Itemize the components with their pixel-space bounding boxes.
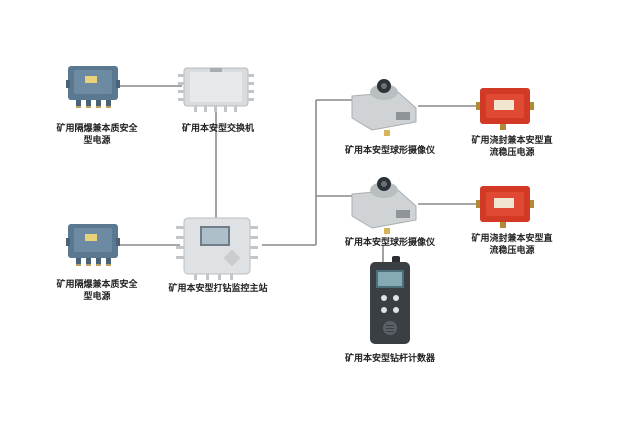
psu-bottom-label: 矿用隔爆兼本质安全 型电源 [52, 278, 142, 302]
camera-1-device [351, 79, 417, 136]
psu-top-label: 矿用隔爆兼本质安全 型电源 [52, 122, 142, 146]
dc-psu-2-device [476, 186, 534, 228]
dc-psu-1-label-line1: 矿用浇封兼本安型直 [471, 135, 553, 145]
switch-device [178, 67, 254, 112]
dc-psu-2-label-line1: 矿用浇封兼本安型直 [471, 233, 553, 243]
psu-bottom-device [66, 224, 120, 266]
switch-label: 矿用本安型交换机 [181, 123, 254, 133]
psu-bottom-label-line1: 矿用隔爆兼本质安全 [56, 279, 138, 289]
psu-top-label-line2: 型电源 [83, 135, 111, 145]
psu-top-label-line1: 矿用隔爆兼本质安全 [56, 123, 138, 133]
psu-bottom-label-line2: 型电源 [83, 291, 111, 301]
dc-psu-2-label: 矿用浇封兼本安型直 流稳压电源 [464, 232, 560, 256]
dc-psu-1-label-line2: 流稳压电源 [489, 147, 535, 157]
camera-1-label: 矿用本安型球形摄像仪 [344, 145, 435, 155]
main-station-label: 矿用本安型打钻监控主站 [168, 283, 268, 293]
main-station-device [176, 217, 258, 280]
dc-psu-2-label-line2: 流稳压电源 [489, 245, 535, 255]
dc-psu-1-label: 矿用浇封兼本安型直 流稳压电源 [464, 134, 560, 158]
camera-2-label: 矿用本安型球形摄像仪 [344, 237, 435, 247]
dc-psu-1-device [476, 88, 534, 130]
psu-top-device [66, 66, 120, 108]
connectors [118, 85, 480, 262]
counter-device [370, 256, 410, 344]
camera-2-device [351, 177, 417, 234]
counter-label: 矿用本安型钻杆计数器 [344, 353, 435, 363]
